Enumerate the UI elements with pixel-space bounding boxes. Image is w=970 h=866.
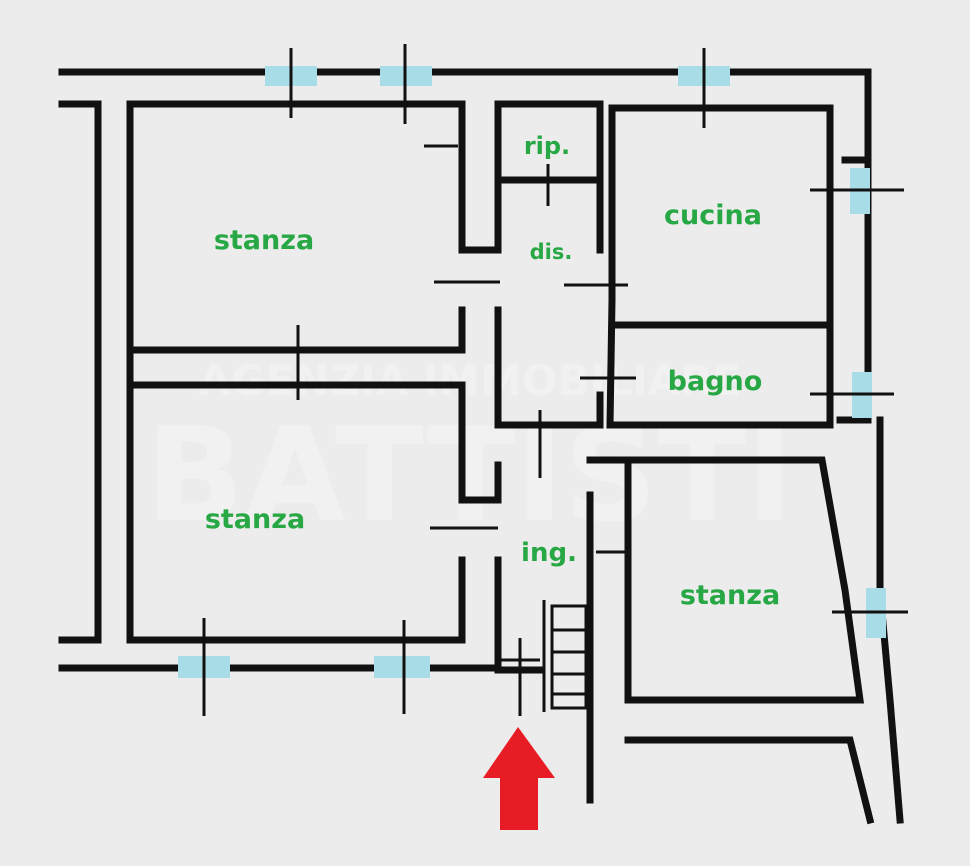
room-labels: stanza stanza stanza rip. dis. cucina ba… bbox=[205, 132, 780, 611]
wall-kitchen bbox=[606, 104, 834, 429]
label-cucina: cucina bbox=[664, 200, 762, 231]
wall-top-outer bbox=[58, 68, 872, 164]
tick-marks bbox=[202, 44, 908, 716]
wall-mid-left-3 bbox=[130, 381, 502, 504]
wall-right-room-outer bbox=[876, 416, 904, 824]
window-bottom-2 bbox=[374, 656, 430, 678]
watermark-line1: AGENZIA IMMOBILIARE bbox=[199, 356, 742, 405]
walls bbox=[58, 68, 904, 825]
label-ripostiglio: rip. bbox=[524, 132, 570, 160]
stairs-icon bbox=[542, 600, 588, 712]
wall-mid-left-4 bbox=[136, 556, 466, 644]
wall-right-outer bbox=[836, 156, 872, 424]
entrance-arrow-icon bbox=[483, 727, 555, 830]
wall-left-outer bbox=[58, 100, 102, 644]
label-stanza-right: stanza bbox=[680, 580, 780, 611]
label-stanza-bottom-left: stanza bbox=[205, 504, 305, 535]
wall-right-room bbox=[586, 456, 865, 704]
label-bagno: bagno bbox=[668, 366, 763, 397]
label-ingresso: ing. bbox=[521, 538, 577, 568]
wall-mid-left-2 bbox=[130, 306, 466, 354]
wall-top-inner bbox=[126, 100, 144, 644]
label-stanza-top-left: stanza bbox=[214, 225, 314, 256]
wall-bottom-right bbox=[624, 736, 875, 825]
label-disimpegno: dis. bbox=[530, 240, 573, 264]
wall-corridor bbox=[494, 306, 604, 429]
